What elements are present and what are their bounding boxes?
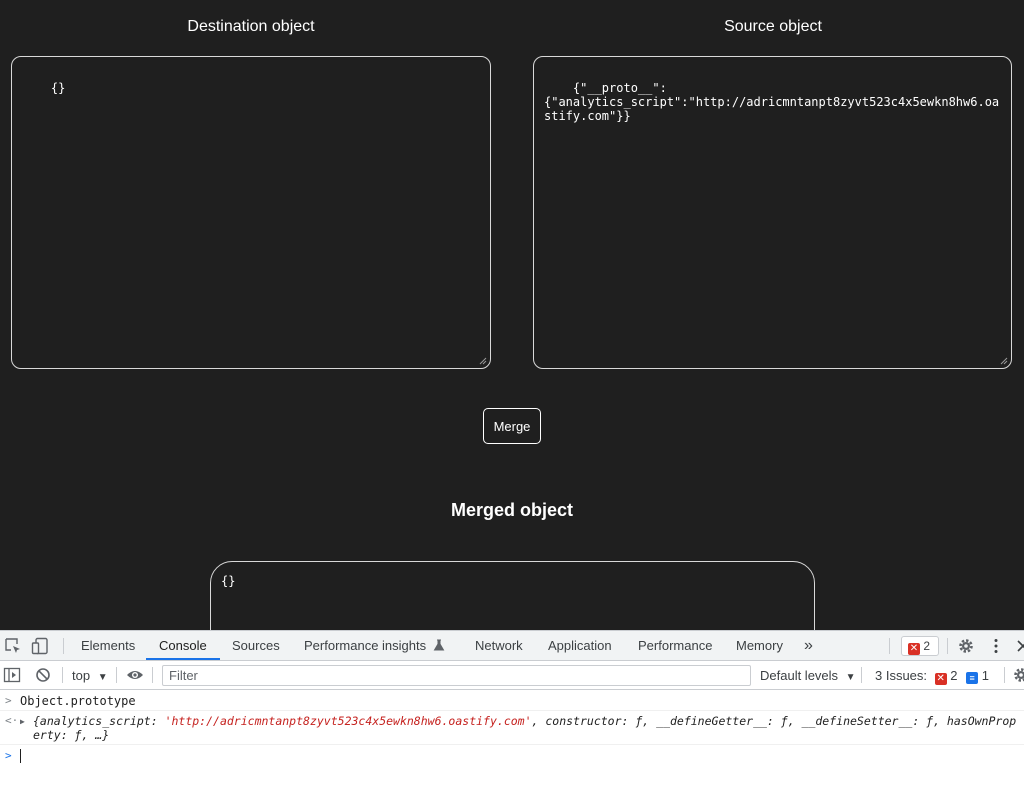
clear-console-icon[interactable] <box>34 666 52 684</box>
merged-content: {} <box>221 574 236 588</box>
dropdown-arrow-icon: ▼ <box>845 672 856 683</box>
error-count: 2 <box>923 639 931 653</box>
flask-icon <box>433 639 445 651</box>
source-textarea[interactable]: {"__proto__": {"analytics_script":"http:… <box>533 56 1012 369</box>
toolbar-divider <box>861 667 862 683</box>
web-page: Destination object {} Source object {"__… <box>0 0 1024 630</box>
issues-error-count: 2 <box>950 668 958 683</box>
tab-performance[interactable]: Performance <box>638 638 713 653</box>
resize-grip-icon[interactable] <box>479 357 487 365</box>
more-tabs-chevron-icon[interactable]: » <box>804 637 813 654</box>
resize-grip-icon[interactable] <box>1000 357 1008 365</box>
log-levels-dropdown[interactable]: Default levels ▼ <box>760 661 856 690</box>
console-result-line[interactable]: <· ▶ {analytics_script: 'http://adricmnt… <box>0 711 1024 745</box>
merged-output: {} <box>210 561 815 630</box>
source-content: {"__proto__": {"analytics_script":"http:… <box>544 81 1000 123</box>
destination-textarea[interactable]: {} <box>11 56 491 369</box>
devtools-panel: Elements Console Sources Performance ins… <box>0 630 1024 786</box>
context-selector[interactable]: top ▼ <box>72 661 108 690</box>
tab-performance-insights-label: Performance insights <box>304 638 427 653</box>
active-tab-indicator <box>146 658 220 660</box>
issues-label: 3 Issues: <box>875 668 928 683</box>
input-prompt-chevron-icon: > <box>5 694 12 707</box>
result-open: {analytics_script: <box>33 714 165 728</box>
result-rest: , constructor: ƒ, __defineGetter__: ƒ, _… <box>33 714 1017 742</box>
error-count-badge[interactable]: ✕ 2 <box>901 636 939 656</box>
error-icon: ✕ <box>908 643 920 655</box>
console-input-line: > Object.prototype <box>0 691 1024 711</box>
toolbar-divider <box>889 638 890 654</box>
console-prompt-line[interactable]: > <box>0 745 1024 769</box>
tab-network[interactable]: Network <box>475 638 523 653</box>
console-filter-input[interactable] <box>162 665 751 686</box>
console-output: > Object.prototype <· ▶ {analytics_scrip… <box>0 691 1024 786</box>
device-toolbar-icon[interactable] <box>31 637 49 655</box>
tab-memory[interactable]: Memory <box>736 638 783 653</box>
console-settings-gear-icon[interactable] <box>1012 666 1024 684</box>
issues-info-icon: ≡ <box>966 672 979 684</box>
tab-console[interactable]: Console <box>159 638 207 653</box>
live-expression-eye-icon[interactable] <box>126 666 144 684</box>
text-caret <box>20 749 21 764</box>
expand-triangle-icon[interactable]: ▶ <box>20 717 25 726</box>
issues-counter[interactable]: 3 Issues: ✕ 2 ≡ 1 <box>875 661 989 690</box>
show-sidebar-icon[interactable] <box>3 666 21 684</box>
toolbar-divider <box>62 667 63 683</box>
destination-title: Destination object <box>187 18 315 35</box>
log-levels-label: Default levels <box>760 668 839 683</box>
console-command: Object.prototype <box>20 694 136 708</box>
toolbar-divider <box>63 638 64 654</box>
issues-error-icon: ✕ <box>934 673 947 685</box>
console-result-object: {analytics_script: 'http://adricmntanpt8… <box>33 714 1021 742</box>
settings-gear-icon[interactable] <box>957 637 975 655</box>
inspect-element-icon[interactable] <box>4 637 22 655</box>
merged-title: Merged object <box>450 500 574 520</box>
tab-sources[interactable]: Sources <box>232 638 280 653</box>
context-value: top <box>72 668 91 683</box>
issues-info-count: 1 <box>981 668 989 683</box>
toolbar-divider <box>1004 667 1005 683</box>
source-title: Source object <box>724 18 822 35</box>
close-devtools-icon[interactable] <box>1014 637 1024 655</box>
toolbar-divider <box>947 638 948 654</box>
result-arrow-icon: <· <box>5 714 19 727</box>
more-options-icon[interactable] <box>987 637 1005 655</box>
prompt-chevron-icon: > <box>5 749 12 762</box>
devtools-tab-bar: Elements Console Sources Performance ins… <box>0 631 1024 661</box>
console-toolbar: top ▼ Default levels ▼ 3 Issues: ✕ 2 ≡ 1 <box>0 661 1024 690</box>
tab-elements[interactable]: Elements <box>81 638 136 653</box>
merge-button[interactable]: Merge <box>483 408 541 444</box>
result-url-string: 'http://adricmntanpt8zyvt523c4x5ewkn8hw6… <box>164 714 532 728</box>
dropdown-arrow-icon: ▼ <box>97 672 108 683</box>
toolbar-divider <box>152 667 153 683</box>
toolbar-divider <box>116 667 117 683</box>
destination-content: {} <box>50 81 66 95</box>
tab-performance-insights[interactable]: Performance insights <box>304 631 445 661</box>
tab-application[interactable]: Application <box>548 638 612 653</box>
